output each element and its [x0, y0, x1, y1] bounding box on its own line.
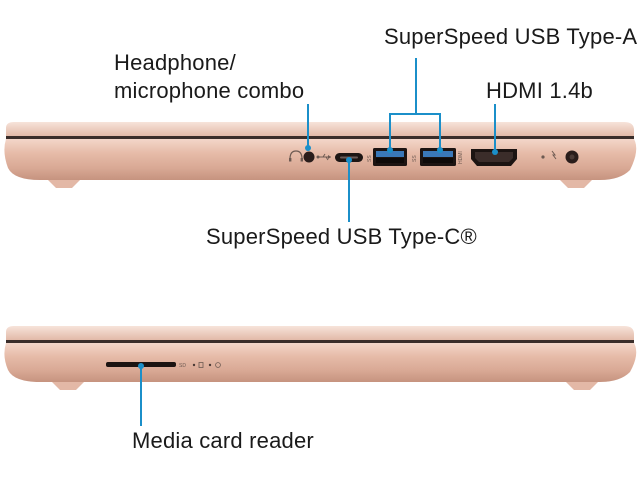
usb-icon — [316, 153, 331, 161]
lid-seam — [6, 136, 634, 139]
hdmi-text-icon: HDMI — [458, 151, 464, 164]
base-body — [4, 139, 637, 180]
usb-a-port-2 — [420, 148, 456, 166]
ss-icon-1: SS — [367, 155, 373, 162]
lid-top — [6, 122, 634, 136]
status-led-1 — [192, 363, 196, 367]
lid-top-2 — [6, 326, 634, 340]
headphone-icon — [289, 150, 303, 162]
label-hdmi: HDMI 1.4b — [486, 78, 593, 103]
label-usb-a: SuperSpeed USB Type-A — [384, 24, 638, 49]
hdmi-port — [471, 149, 517, 166]
sd-label: SD — [179, 363, 186, 369]
base-body-2 — [4, 343, 637, 382]
power-plug-icon — [551, 150, 557, 160]
label-headphone-line2: microphone combo — [114, 78, 305, 103]
status-led-2 — [208, 363, 212, 367]
label-headphone-line1: Headphone/ — [114, 50, 236, 75]
power-led — [541, 155, 545, 159]
laptop-side-view-left: SS SS HDMI — [4, 122, 637, 188]
foot-right-2 — [566, 382, 598, 390]
ss-icon-2: SS — [412, 155, 418, 162]
foot-left-2 — [52, 382, 84, 390]
drive-icon — [198, 362, 204, 368]
callouts-top — [305, 58, 498, 222]
label-usb-c: SuperSpeed USB Type-C® — [206, 224, 477, 249]
svg-text:HDMI: HDMI — [458, 151, 464, 164]
svg-text:SS: SS — [412, 155, 418, 162]
usb-a-port-1 — [373, 148, 407, 166]
laptop-side-view-right: SD — [4, 326, 637, 390]
headphone-jack — [303, 151, 315, 163]
foot-left — [48, 180, 80, 188]
foot-right — [560, 180, 592, 188]
power-icon — [215, 362, 221, 368]
callout-card-reader — [138, 363, 144, 426]
lid-seam-2 — [6, 340, 634, 343]
svg-text:SS: SS — [367, 155, 373, 162]
label-card-reader: Media card reader — [132, 428, 314, 453]
